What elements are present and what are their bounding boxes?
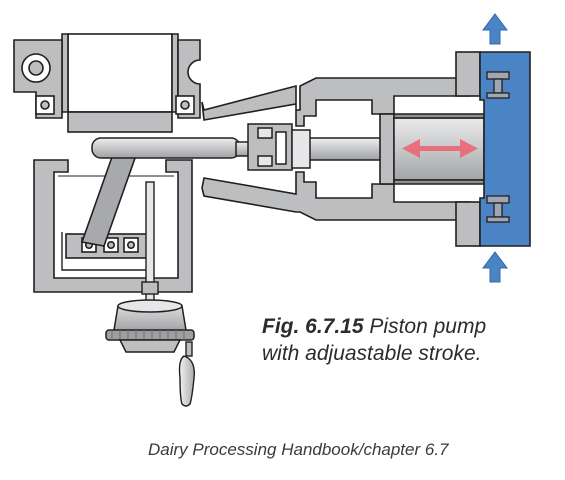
figure-title-line1: Piston pump bbox=[369, 315, 487, 338]
figure-number: Fig. 6.7.15 bbox=[262, 315, 364, 338]
inlet-arrow-icon bbox=[482, 251, 508, 283]
piston-rod bbox=[91, 137, 393, 161]
crank-case bbox=[33, 159, 193, 293]
suction-valve bbox=[486, 195, 510, 223]
drive-housing bbox=[13, 33, 201, 133]
source-citation: Dairy Processing Handbook/chapter 6.7 bbox=[148, 440, 449, 459]
handwheel[interactable] bbox=[105, 299, 195, 353]
double-arrow-icon bbox=[402, 139, 478, 158]
pump-body bbox=[201, 51, 481, 247]
figure-title-line2: with adjuastable stroke. bbox=[262, 342, 482, 365]
discharge-valve bbox=[486, 71, 510, 99]
crosshead bbox=[247, 123, 311, 171]
outlet-arrow-icon bbox=[482, 13, 508, 45]
handle-grip[interactable] bbox=[178, 341, 195, 407]
fluid-chamber bbox=[479, 51, 531, 247]
figure-caption: Fig. 6.7.15 Piston pump with adjuastable… bbox=[262, 313, 552, 367]
